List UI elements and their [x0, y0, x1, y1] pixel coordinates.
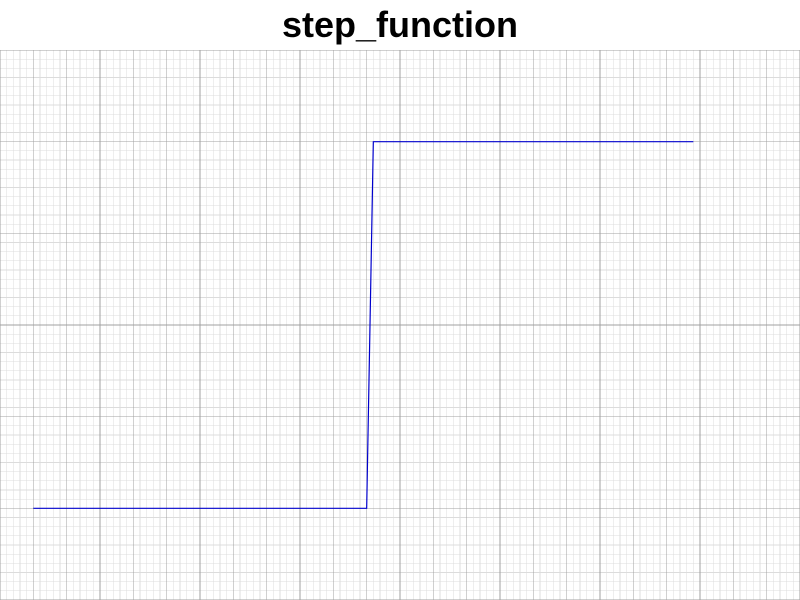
series-line-0: [33, 141, 694, 509]
plot-area: [0, 50, 800, 600]
chart-title: step_function: [281, 4, 518, 45]
series-layer: [33, 141, 694, 509]
